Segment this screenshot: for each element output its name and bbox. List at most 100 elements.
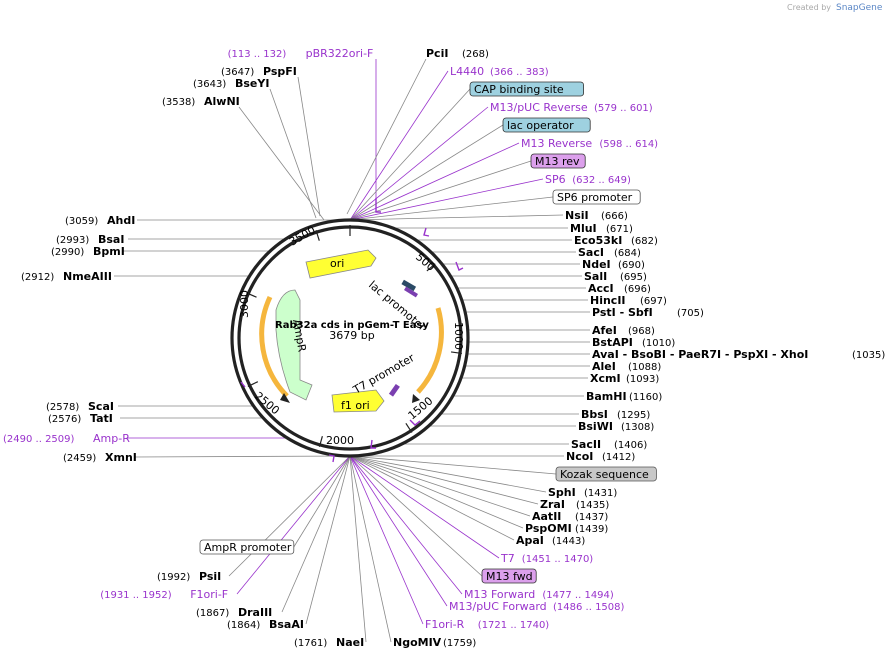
leader-line <box>349 455 539 505</box>
map-label-enzyme: ApaI(1443) <box>516 534 585 547</box>
enzyme-name: AleI <box>592 360 616 373</box>
map-label-enzyme: TatI(2576) <box>48 412 113 425</box>
enzyme-name: HincII <box>590 294 626 307</box>
tick-1000: 1000 <box>452 322 465 350</box>
site-coordinate: (2578) <box>46 402 79 413</box>
map-label-enzyme: AhdI(3059) <box>65 214 135 227</box>
leader-line <box>349 106 489 221</box>
enzyme-name: NaeI <box>336 636 364 649</box>
map-label-enzyme: AccI (696) <box>588 282 651 295</box>
feature-box-label: CAP binding site <box>474 83 564 96</box>
site-coordinate: (1486 .. 1508) <box>553 602 625 613</box>
snapgene-logo: SnapGene <box>836 3 883 13</box>
cap-block <box>401 279 417 292</box>
yellow-arc-right <box>416 307 444 394</box>
site-coordinate: (1439) <box>575 524 608 535</box>
primer-name: F1ori-F <box>190 588 228 601</box>
site-coordinate: (696) <box>624 284 651 295</box>
map-label-enzyme: AlwNI(3538) <box>162 95 240 108</box>
primer-name: M13 Forward <box>464 588 535 601</box>
leader-line <box>349 455 531 517</box>
enzyme-name: AccI <box>588 282 614 295</box>
site-coordinate: (1443) <box>552 536 585 547</box>
leader-line <box>349 455 500 559</box>
map-label-enzyme: BsaI(2993) <box>56 233 124 246</box>
leader-line <box>236 455 351 595</box>
enzyme-name: NsiI <box>565 209 589 222</box>
leader-line <box>134 455 351 458</box>
site-coordinate: (1406) <box>614 440 647 451</box>
enzyme-name: ScaI <box>88 400 114 413</box>
leader-line <box>349 196 554 221</box>
enzyme-name: DraIII <box>238 606 272 619</box>
enzyme-name: NmeAIII <box>63 270 112 283</box>
enzyme-name: PspOMI <box>525 522 572 535</box>
tick-mark <box>426 263 436 272</box>
map-title: Rab32a cds in pGem-T Easy <box>275 320 429 331</box>
feature-box-label: SP6 promoter <box>557 191 633 204</box>
site-coordinate: (1451 .. 1470) <box>522 554 594 565</box>
leader-line <box>297 76 321 217</box>
site-coordinate: (1864) <box>227 620 260 631</box>
site-coordinate: (1477 .. 1494) <box>542 590 614 601</box>
feature-box <box>469 81 584 97</box>
site-coordinate: (2490 .. 2509) <box>3 434 75 445</box>
map-label-enzyme: AleI(1088) <box>592 360 661 373</box>
map-label-primer: M13/pUC Reverse (579 .. 601) <box>490 101 653 114</box>
leader-line <box>346 58 427 215</box>
ori-label: ori <box>330 257 344 270</box>
map-label-enzyme: BpmI(2990) <box>51 245 125 258</box>
yellow-arc-left <box>259 295 289 398</box>
leader-line <box>349 160 532 221</box>
primer-name: T7 <box>500 552 515 565</box>
map-length: 3679 bp <box>329 329 374 342</box>
map-label-enzyme: BstAPI(1010) <box>592 336 675 349</box>
map-label-primer: M13/pUC Forward(1486 .. 1508) <box>449 600 625 613</box>
enzyme-name: Eco53kI <box>574 234 622 247</box>
m13rev-block <box>404 286 418 298</box>
enzyme-name: BamHI <box>586 390 627 403</box>
map-label-enzyme: SphI(1431) <box>548 486 617 499</box>
primer-name: M13/pUC Reverse <box>490 101 588 114</box>
enzyme-name: AlwNI <box>204 95 240 108</box>
map-label-primer: M13 Forward (1477 .. 1494) <box>464 588 614 601</box>
leader-line <box>349 455 367 643</box>
site-coordinate: (598 .. 614) <box>599 139 658 150</box>
site-coordinate: (2576) <box>48 414 81 425</box>
map-label-enzyme: AfeI(968) <box>592 324 655 337</box>
leader-line <box>238 106 325 221</box>
site-coordinate: (1010) <box>642 338 675 349</box>
leader-line <box>293 455 351 548</box>
leader-line <box>349 455 392 643</box>
enzyme-name: NdeI <box>582 258 611 271</box>
primer-name: pBR322ori-F <box>306 47 374 60</box>
map-label-enzyme: SalI(695) <box>584 270 647 283</box>
enzyme-name: ZraI <box>540 498 565 511</box>
leader-line <box>349 455 463 595</box>
site-coordinate: (1093) <box>626 374 659 385</box>
site-coordinate: (3059) <box>65 216 98 227</box>
tick-3500: 3500 <box>287 223 318 248</box>
enzyme-name: BseYI <box>235 77 269 90</box>
m13fwd-block <box>388 383 400 397</box>
site-coordinate: (579 .. 601) <box>594 103 653 114</box>
site-coordinate: (705) <box>677 308 704 319</box>
enzyme-name: NcoI <box>566 450 593 463</box>
map-label-enzyme: PspOMI(1439) <box>525 522 608 535</box>
site-coordinate: (1867) <box>196 608 229 619</box>
leader-line <box>349 455 448 607</box>
site-coordinate: (632 .. 649) <box>572 175 631 186</box>
map-label-enzyme: NmeAIII(2912) <box>21 270 112 283</box>
map-label-primer: M13 Reverse(598 .. 614) <box>521 137 658 150</box>
leader-line <box>349 70 449 221</box>
site-coordinate: (1721 .. 1740) <box>478 620 550 631</box>
map-label-enzyme: BbsI(1295) <box>581 408 650 421</box>
enzyme-name: PspFI <box>263 65 297 78</box>
map-label-primer: SP6(632 .. 649) <box>545 173 631 186</box>
primer-markers <box>240 198 464 463</box>
tick-mark <box>246 292 257 298</box>
site-coordinate: (1931 .. 1952) <box>100 590 172 601</box>
leader-line <box>349 455 515 541</box>
site-coordinate: (268) <box>462 49 489 60</box>
map-label-primer: Amp-R(2490 .. 2509) <box>3 432 130 445</box>
